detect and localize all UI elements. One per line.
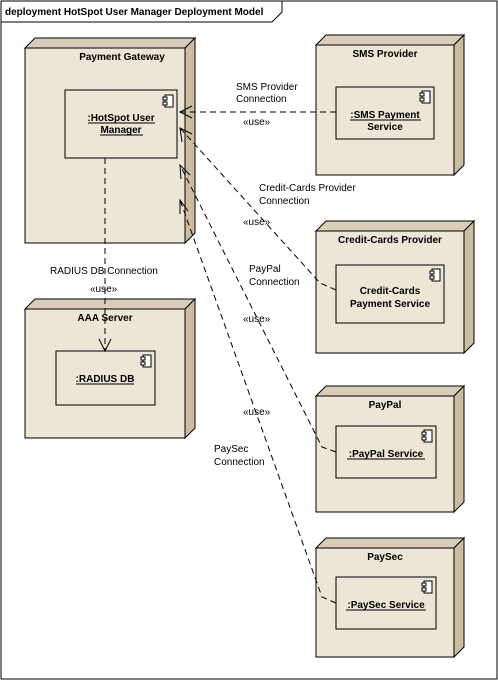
connection-stereotype: «use» (243, 217, 271, 228)
connection-label-line1: PayPal (249, 264, 281, 275)
node-sms-provider[interactable]: SMS Provider :SMS Payment Service (314, 33, 466, 177)
connection-stereotype: «use» (90, 284, 118, 295)
frame-title-tab (0, 0, 283, 23)
connection-credit-cards[interactable]: Credit-Cards Provider Connection «use» (179, 127, 356, 291)
connection-label-line2: Connection (259, 196, 310, 207)
component-label-line1: :SMS Payment (350, 110, 420, 121)
arrow-head (179, 163, 191, 180)
connection-paysec[interactable]: PaySec Connection «use» (179, 198, 337, 604)
component-icon (421, 429, 433, 443)
component-icon (421, 580, 433, 594)
connection-label-line2: Connection (214, 457, 265, 468)
node-aaa-server[interactable]: AAA Server :RADIUS DB (23, 297, 197, 440)
connection-radius-db[interactable]: RADIUS DB Connection «use» (50, 158, 158, 353)
arrow-head (178, 105, 193, 119)
component-label-line2: Manager (100, 125, 141, 136)
component-hotspot-user-manager[interactable]: :HotSpot User Manager (64, 89, 178, 159)
node-paypal[interactable]: PayPal :PayPal Service (314, 384, 466, 514)
connection-stereotype: «use» (243, 117, 271, 128)
connection-sms[interactable]: SMS Provider Connection «use» (178, 82, 336, 128)
node-credit-cards-provider[interactable]: Credit-Cards Provider Credit-Cards Payme… (314, 219, 476, 355)
connection-label-line1: RADIUS DB Connection (50, 266, 158, 277)
connection-label-line2: Connection (249, 277, 300, 288)
component-credit-cards-payment-service[interactable]: Credit-Cards Payment Service (335, 264, 445, 324)
component-paypal-service[interactable]: :PayPal Service (335, 425, 437, 479)
component-icon (162, 94, 174, 108)
component-label-line1: :PaySec Service (347, 600, 425, 611)
component-label-line1: :HotSpot User (87, 113, 154, 124)
connection-line (179, 164, 337, 453)
node-paysec[interactable]: PaySec :PaySec Service (314, 536, 466, 659)
component-icon (419, 90, 431, 104)
connection-stereotype: «use» (243, 314, 271, 325)
node-payment-gateway[interactable]: Payment Gateway :HotSpot User Manager (23, 36, 197, 245)
component-label-line2: Payment Service (350, 299, 430, 310)
component-radius-db[interactable]: :RADIUS DB (55, 350, 156, 406)
connection-label-line2: Connection (236, 94, 287, 105)
connection-label-line1: Credit-Cards Provider (259, 183, 356, 194)
node-title: SMS Provider (352, 49, 417, 60)
connection-label-line1: PaySec (214, 444, 248, 455)
component-label-line1: Credit-Cards (360, 286, 421, 297)
node-title: PayPal (369, 400, 402, 411)
arrow-head (179, 127, 193, 143)
frame-title: deployment HotSpot User Manager Deployme… (5, 7, 264, 18)
connection-label-line1: SMS Provider (236, 82, 298, 93)
node-title: Credit-Cards Provider (338, 235, 442, 246)
component-icon (140, 354, 152, 368)
component-label-line1: :RADIUS DB (76, 374, 135, 385)
connection-paypal[interactable]: PayPal Connection «use» (179, 163, 337, 453)
connection-line (179, 199, 337, 604)
arrow-head (98, 338, 112, 353)
connection-stereotype: «use» (243, 407, 271, 418)
component-sms-payment-service[interactable]: :SMS Payment Service (335, 86, 435, 140)
component-label-line2: Service (367, 122, 403, 133)
arrow-head (179, 198, 189, 214)
component-paysec-service[interactable]: :PaySec Service (335, 576, 437, 630)
node-title: PaySec (367, 552, 403, 563)
node-title: Payment Gateway (79, 52, 165, 63)
component-icon (429, 268, 441, 282)
component-label-line1: :PayPal Service (349, 449, 424, 460)
connection-line (179, 127, 337, 291)
